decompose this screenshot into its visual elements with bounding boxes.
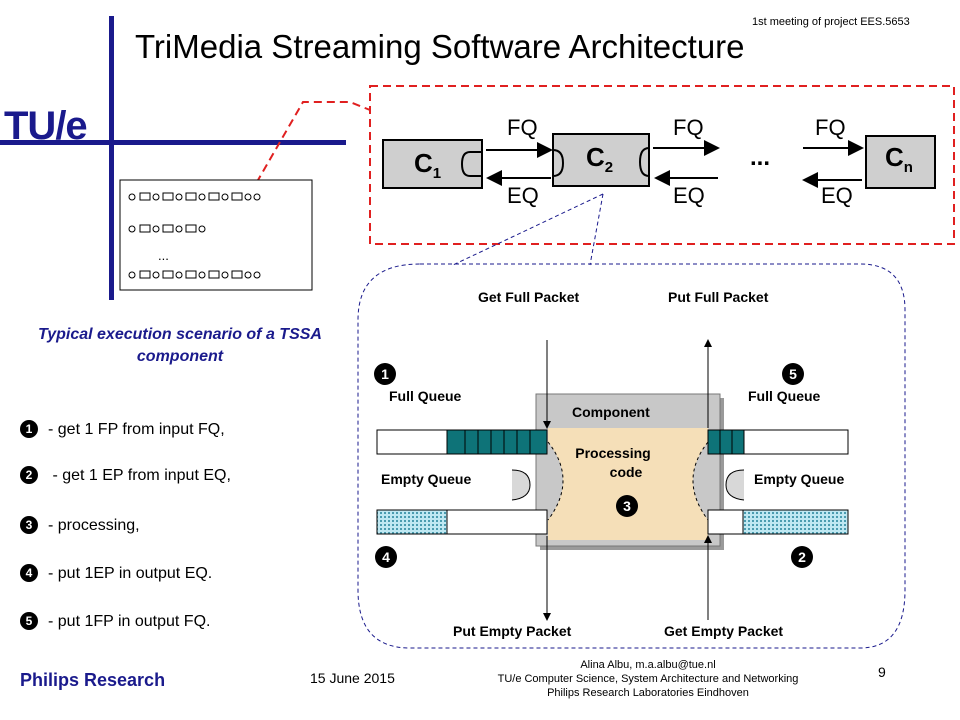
svg-text:2: 2 bbox=[798, 549, 806, 565]
component-cn bbox=[865, 135, 936, 189]
zoom-connector bbox=[249, 101, 371, 195]
component-label: Component bbox=[572, 404, 650, 420]
step-4: 4 - put 1EP in output EQ. bbox=[20, 564, 212, 583]
get-empty-packet-label: Get Empty Packet bbox=[664, 623, 783, 639]
put-empty-packet-label: Put Empty Packet bbox=[453, 623, 572, 639]
step-3-number: 3 bbox=[20, 516, 38, 534]
put-full-packet-label: Put Full Packet bbox=[668, 289, 769, 305]
right-full-queue-packets bbox=[707, 429, 745, 455]
page-number: 9 bbox=[878, 664, 886, 680]
step-2-number: 2 bbox=[20, 466, 38, 484]
step-1-number: 1 bbox=[20, 420, 38, 438]
cn-label: Cn bbox=[885, 142, 913, 176]
chain-ellipsis: ... bbox=[750, 144, 770, 171]
scenario-caption: Typical execution scenario of a TSSA com… bbox=[38, 326, 322, 365]
step-3: 3 - processing, bbox=[20, 516, 140, 535]
c1-label: C1 bbox=[414, 148, 441, 182]
zoom-line-right bbox=[589, 193, 604, 266]
get-full-packet-label: Get Full Packet bbox=[478, 289, 579, 305]
empty-queue-left-label: Empty Queue bbox=[381, 471, 471, 487]
footer-date: 15 June 2015 bbox=[310, 670, 395, 686]
footer-dept: TU/e Computer Science, System Architectu… bbox=[497, 673, 799, 685]
right-empty-queue-packets bbox=[742, 509, 849, 535]
step-1-text: - get 1 FP from input FQ, bbox=[48, 421, 225, 438]
left-full-queue-packets bbox=[446, 429, 548, 455]
eq-label-2: EQ bbox=[673, 183, 705, 208]
recycle-arrow-left bbox=[511, 469, 531, 501]
fq-label-2: FQ bbox=[673, 115, 704, 140]
c2-loop-left bbox=[552, 149, 565, 177]
vertical-rule bbox=[109, 16, 114, 300]
thumbnail-chains bbox=[128, 192, 261, 279]
fq-label-1: FQ bbox=[507, 115, 538, 140]
step-5-text: - put 1FP in output FQ. bbox=[48, 613, 211, 630]
svg-text:4: 4 bbox=[382, 549, 390, 565]
footer-credits: Alina Albu, m.a.albu@tue.nl TU/e Compute… bbox=[468, 658, 828, 700]
svg-text:3: 3 bbox=[623, 498, 631, 514]
step-4-number: 4 bbox=[20, 564, 38, 582]
marker-1: 1 bbox=[374, 363, 396, 385]
fq-label-3: FQ bbox=[815, 115, 846, 140]
step-5-number: 5 bbox=[20, 612, 38, 630]
step-5: 5 - put 1FP in output FQ. bbox=[20, 612, 210, 631]
zoom-frame bbox=[369, 85, 955, 245]
footer-lab: Philips Research Laboratories Eindhoven bbox=[547, 687, 749, 699]
step-2: 2 - get 1 EP from input EQ, bbox=[20, 466, 231, 485]
step-1: 1 - get 1 FP from input FQ, bbox=[20, 420, 225, 439]
meeting-label: 1st meeting of project EES.5653 bbox=[752, 16, 910, 28]
marker-4: 4 bbox=[375, 546, 397, 568]
horizontal-rule bbox=[0, 140, 346, 145]
svg-text:5: 5 bbox=[789, 366, 797, 382]
eq-label-1: EQ bbox=[507, 183, 539, 208]
full-queue-right-label: Full Queue bbox=[748, 388, 821, 404]
eq-label-3: EQ bbox=[821, 183, 853, 208]
step-3-text: - processing, bbox=[48, 517, 140, 534]
c1-loop-left bbox=[460, 151, 483, 177]
step-4-text: - put 1EP in output EQ. bbox=[48, 565, 213, 582]
thumbnail-ellipsis: ... bbox=[158, 248, 169, 263]
c2-label: C2 bbox=[586, 142, 613, 176]
footer-org: Philips Research bbox=[20, 670, 166, 690]
component-c2 bbox=[552, 133, 650, 187]
marker-5: 5 bbox=[782, 363, 804, 385]
footer-author: Alina Albu, m.a.albu@tue.nl bbox=[580, 659, 716, 671]
marker-2: 2 bbox=[791, 546, 813, 568]
empty-queue-right-label: Empty Queue bbox=[754, 471, 844, 487]
component-c1 bbox=[382, 139, 483, 189]
recycle-arrow-right bbox=[725, 469, 745, 501]
processing-boundary-right bbox=[692, 441, 709, 521]
component-zoom-region bbox=[357, 263, 906, 649]
step-2-text: - get 1 EP from input EQ, bbox=[48, 467, 231, 484]
full-queue-left-label: Full Queue bbox=[389, 388, 462, 404]
svg-text:1: 1 bbox=[381, 366, 389, 382]
processing-code-area bbox=[548, 428, 708, 540]
processing-boundary-left bbox=[547, 441, 564, 521]
marker-3: 3 bbox=[616, 495, 638, 517]
left-empty-queue-packets bbox=[376, 509, 448, 535]
page-title: TriMedia Streaming Software Architecture bbox=[135, 28, 745, 65]
tue-logo: TU/e bbox=[4, 104, 88, 148]
c2-loop-right bbox=[638, 147, 650, 177]
